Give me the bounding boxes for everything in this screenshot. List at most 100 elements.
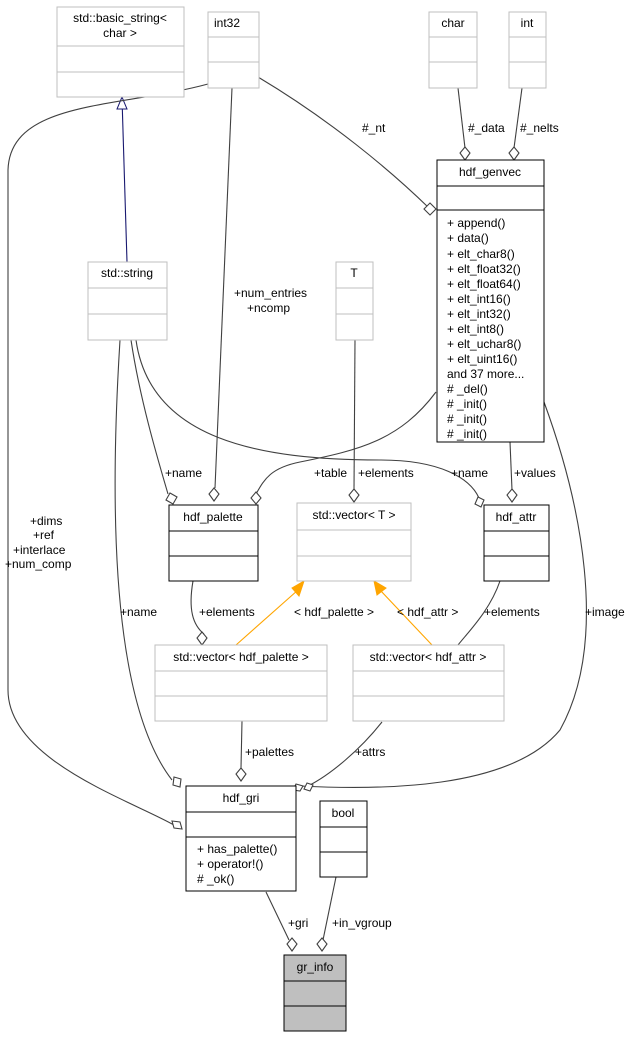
edge-vector-palette-gri <box>240 720 243 769</box>
label-table: +table <box>314 466 347 480</box>
method: # _init() <box>447 427 487 441</box>
class-gr-info[interactable]: gr_info <box>283 954 347 1032</box>
class-T[interactable]: T <box>335 261 374 341</box>
diamond-vector-palette-elements <box>196 631 208 646</box>
edge-char-genvec-data <box>457 87 466 149</box>
class-hdf-genvec[interactable]: hdf_genvec + append() + data() + elt_cha… <box>436 159 545 443</box>
method: # _ok() <box>197 872 234 886</box>
edge-attr-vector-attr <box>457 580 501 646</box>
class-hdf-gri[interactable]: hdf_gri + has_palette() + operator!() # … <box>185 785 297 892</box>
template-arrow-head-palette <box>291 579 305 597</box>
edge-string-attr-name <box>135 339 480 499</box>
method-list: + has_palette() + operator!() # _ok() <box>197 842 277 886</box>
edge-int-genvec-nelts <box>513 87 523 149</box>
edge-int32-genvec-nt <box>257 76 430 209</box>
class-name: std::basic_string< <box>73 11 167 25</box>
label-nt: #_nt <box>362 121 386 135</box>
template-arrow-head-attr <box>373 579 387 596</box>
class-name: char <box>441 16 464 30</box>
class-vector-T[interactable]: std::vector< T > <box>296 502 412 582</box>
class-name: hdf_palette <box>183 510 243 524</box>
diamond-attr-name <box>474 496 485 508</box>
class-name: T <box>350 266 358 280</box>
label-image: +image <box>585 605 625 619</box>
method: + has_palette() <box>197 842 277 856</box>
label-tmpl-attr: < hdf_attr > <box>397 605 458 619</box>
label-attr-name: +name <box>451 466 488 480</box>
class-name: int <box>521 16 534 30</box>
method: # _init() <box>447 397 487 411</box>
diamond-palette-name <box>165 492 178 505</box>
method: # _init() <box>447 412 487 426</box>
class-basic-string[interactable]: std::basic_string< char > <box>56 6 185 98</box>
class-name: std::string <box>101 266 153 280</box>
diamond-palette-table <box>250 491 262 505</box>
class-vector-hdf-attr[interactable]: std::vector< hdf_attr > <box>352 644 505 722</box>
method: + operator!() <box>197 857 263 871</box>
method: + append() <box>447 216 505 230</box>
class-name: gr_info <box>297 960 334 974</box>
method: # _del() <box>447 382 488 396</box>
diamond-grinfo-gri <box>286 937 298 952</box>
label-nelts: #_nelts <box>520 121 559 135</box>
label-palette-name: +name <box>165 466 202 480</box>
edge-vectorT-vector-palette <box>235 589 299 646</box>
method: + elt_uchar8() <box>447 337 521 351</box>
class-vector-hdf-palette[interactable]: std::vector< hdf_palette > <box>154 644 328 722</box>
class-name: bool <box>332 806 355 820</box>
method-list: + append() + data() + elt_char8() + elt_… <box>447 216 524 441</box>
label-dims: +dims <box>30 514 62 528</box>
class-char[interactable]: char <box>428 11 478 89</box>
method: + elt_float32() <box>447 262 521 276</box>
edge-string-palette-name <box>130 339 169 495</box>
class-hdf-attr[interactable]: hdf_attr <box>483 504 550 582</box>
diamond-gri-palettes <box>235 767 247 782</box>
edge-genvec-palette-table <box>255 391 437 495</box>
class-name-line2: char > <box>103 26 137 40</box>
class-name: std::vector< hdf_attr > <box>370 650 487 664</box>
edge-T-vectorT <box>353 339 356 491</box>
label-values: +values <box>514 466 556 480</box>
method: + elt_int32() <box>447 307 511 321</box>
class-int[interactable]: int <box>508 11 547 89</box>
label-in-vgroup: +in_vgroup <box>332 916 392 930</box>
class-hdf-palette[interactable]: hdf_palette <box>168 504 259 582</box>
method: + elt_float64() <box>447 277 521 291</box>
edge-int32-palette <box>214 87 233 489</box>
label-palette-elements: +elements <box>199 605 255 619</box>
edge-int32-gri-dims <box>7 83 209 826</box>
class-name: int32 <box>214 16 240 30</box>
edge-gri-grinfo <box>265 891 290 941</box>
label-gri: +gri <box>288 916 308 930</box>
label-num-comp: +num_comp <box>5 557 72 571</box>
diamond-grinfo-vgroup <box>316 937 328 952</box>
class-bool[interactable]: bool <box>319 800 368 878</box>
inheritance-arrow-head <box>116 95 128 110</box>
diamond-genvec-data <box>459 146 471 161</box>
class-std-string[interactable]: std::string <box>87 261 168 341</box>
method: + data() <box>447 231 489 245</box>
edge-labels: #_nt #_data #_nelts +num_entries +ncomp … <box>5 121 625 930</box>
edge-palette-vector-palette <box>190 580 205 635</box>
method: + elt_char8() <box>447 247 515 261</box>
diamond-gri-name <box>172 776 182 788</box>
diamond-vectorT-elements <box>348 488 360 503</box>
method: + elt_uint16() <box>447 352 517 366</box>
label-ref: +ref <box>33 528 55 542</box>
diamond-palette-int32 <box>208 487 220 502</box>
label-num-entries: +num_entries <box>234 286 307 300</box>
aggregation-diamonds <box>165 146 520 952</box>
edge-genvec-attr-values <box>509 441 513 491</box>
diamond-genvec-nelts <box>508 146 520 161</box>
label-ncomp: +ncomp <box>247 301 290 315</box>
class-name: std::vector< T > <box>313 508 396 522</box>
diamond-gri-attrs <box>303 782 314 792</box>
label-gri-name: +name <box>120 605 157 619</box>
edge-vectorT-vector-attr <box>379 589 433 646</box>
label-attr-elements: +elements <box>484 605 540 619</box>
class-int32[interactable]: int32 <box>207 11 260 89</box>
label-elements-T: +elements <box>358 466 414 480</box>
class-name: hdf_gri <box>223 791 260 805</box>
label-attrs: +attrs <box>355 745 385 759</box>
